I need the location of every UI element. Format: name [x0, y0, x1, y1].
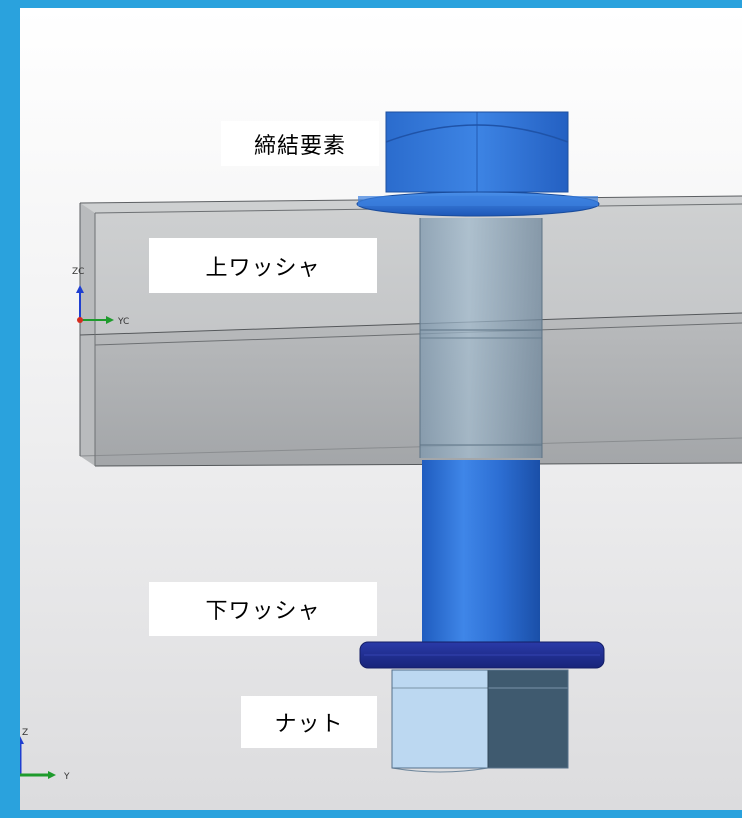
nut: [391, 669, 569, 773]
bolt-head: [356, 111, 600, 217]
wcs-z-label: ZC: [72, 267, 84, 277]
view-z-label: Z: [22, 728, 28, 738]
fastener-label: 締結要素: [221, 121, 379, 166]
upper-washer-label: 上ワッシャ: [149, 238, 377, 293]
lower-washer-label: 下ワッシャ: [149, 582, 377, 636]
cad-viewport[interactable]: ZC YC Z Y 締結要素 上ワッシャ 下ワッシャ ナット: [20, 8, 742, 810]
beam-front-face: [80, 313, 742, 466]
view-axis-triad: Z Y: [20, 728, 70, 782]
bolt-shaft: [422, 460, 540, 650]
beam-top-face: [80, 196, 742, 335]
beam: [79, 195, 742, 467]
wcs-y-label: YC: [117, 317, 129, 327]
lower-washer: [359, 641, 605, 669]
bolt-assembly-model: ZC YC Z Y: [20, 111, 742, 782]
view-y-label: Y: [63, 772, 70, 782]
nut-label: ナット: [241, 696, 377, 748]
wcs-axis-triad: ZC YC: [72, 267, 129, 327]
bolt-shaft-inside-beam: [419, 218, 543, 458]
